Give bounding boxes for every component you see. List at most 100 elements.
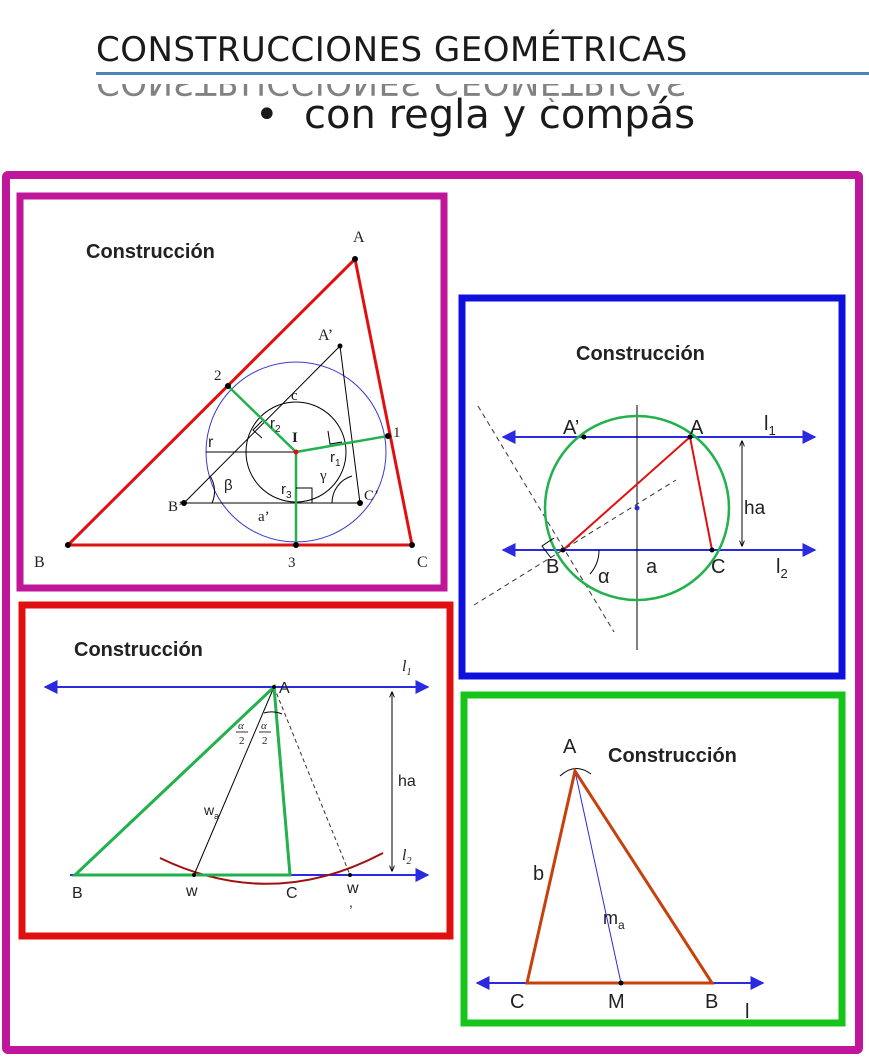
label-c: c [291,388,298,404]
label-gamma: γ [319,468,327,484]
dashed-line [473,479,677,606]
outer-frame [2,171,863,1054]
point-B-prime [181,500,187,506]
compass-arc [559,768,592,777]
point-B [65,542,71,548]
subtitle-text: con regla y compás [304,92,696,138]
panel-median-frame [460,691,846,1027]
panel-circle-frame [458,294,846,680]
label-r2: r2 [270,415,281,435]
label-A: A [690,417,704,439]
label-l1: l1 [764,413,776,438]
incenter-point [293,449,299,455]
label-l2: l2 [776,556,788,581]
label-C: C [510,991,524,1013]
panel-incircle-heading: Construcción [86,241,215,263]
panel-incircle: Construcción A A’ B [16,192,448,592]
label-ha: ha [744,498,766,519]
label-p1: 1 [393,425,401,441]
title-underline [96,72,869,75]
label-C: C [711,556,725,578]
point-C [409,542,415,548]
label-r: r [208,434,214,451]
label-r1: r1 [330,449,341,469]
panel-circle-heading: Construcción [576,343,705,365]
point-w-prime [348,873,352,877]
point-2 [225,383,231,389]
point-A [272,685,276,689]
label-p3: 3 [288,555,296,571]
label-C: C [286,885,298,902]
label-A: A [563,736,577,758]
small-triangle [182,344,361,504]
median-ma [574,770,622,984]
label-M: M [608,991,625,1013]
label-l: l [745,1001,749,1023]
circle-center [634,505,640,511]
point-w [192,873,196,877]
half-angle-fraction: α 2 [236,720,248,747]
triangle-ABC [525,767,715,985]
bullet-icon: • [255,92,279,138]
label-p2: 2 [214,368,222,384]
label-B: B [72,885,83,902]
svg-text:2: 2 [239,735,245,747]
point-3 [293,542,299,548]
panel-bisector-heading: Construcción [74,639,203,661]
point-B [560,547,566,553]
svg-text:α: α [238,720,244,732]
point-C [709,547,715,553]
circumcircle [543,414,731,602]
triangle-ABC [71,683,292,877]
point-M [618,980,624,986]
label-A: A [353,229,365,246]
half-angle-fraction: α 2 [259,720,271,747]
dashed-line [273,686,351,876]
panel-median: Construcción A b ma C M B l [460,691,846,1027]
compass-arc [159,852,384,885]
label-B: B [546,556,559,578]
page-subtitle: • con regla y compás [255,92,695,138]
svg-text:α: α [261,720,267,732]
label-C-prime: C’ [364,488,379,504]
right-angle-mark [252,420,263,439]
page-title: CONSTRUCCIONES GEOMÉTRICAS [96,30,688,70]
beta-arc [209,475,216,504]
bisector-wa [193,686,275,876]
label-a: a [646,556,658,578]
main-triangle [64,255,414,547]
dashed-tangent [477,405,615,633]
right-angle-mark [296,487,313,503]
perpendicular-2 [227,385,297,453]
label-w-prime-mark: , [349,894,353,910]
right-angle-mark [541,537,555,559]
label-l2: l2 [402,847,411,867]
label-b: b [533,863,544,885]
label-A: A [279,680,290,697]
label-B-prime: B’ [168,499,183,515]
alpha-arc [263,711,283,715]
panel-median-heading: Construcción [608,745,737,767]
point-C-prime [357,500,363,506]
label-B: B [705,991,718,1013]
label-w-prime: w [346,880,359,897]
label-B: B [34,554,45,571]
label-C: C [417,554,428,571]
point-1 [385,433,391,439]
label-alpha: α [598,566,610,588]
point-A [687,434,693,440]
label-A-prime: A’ [563,417,579,439]
label-ma: ma [603,908,625,932]
right-angle-mark [327,430,343,445]
point-A-prime [581,434,587,440]
label-w: w [185,883,198,900]
panel-circle: Construcción A’ A B C a α ha l1 l2 [458,294,846,680]
panel-bisector: Construcción A B C w w , ha wa l1 l2 α 2 [18,601,454,940]
point-A [352,256,358,262]
label-l1: l1 [402,658,411,678]
label-wa: wa [203,802,219,821]
label-a-prime: a’ [258,509,270,525]
label-ha: ha [398,773,416,790]
label-r3: r3 [281,481,292,501]
